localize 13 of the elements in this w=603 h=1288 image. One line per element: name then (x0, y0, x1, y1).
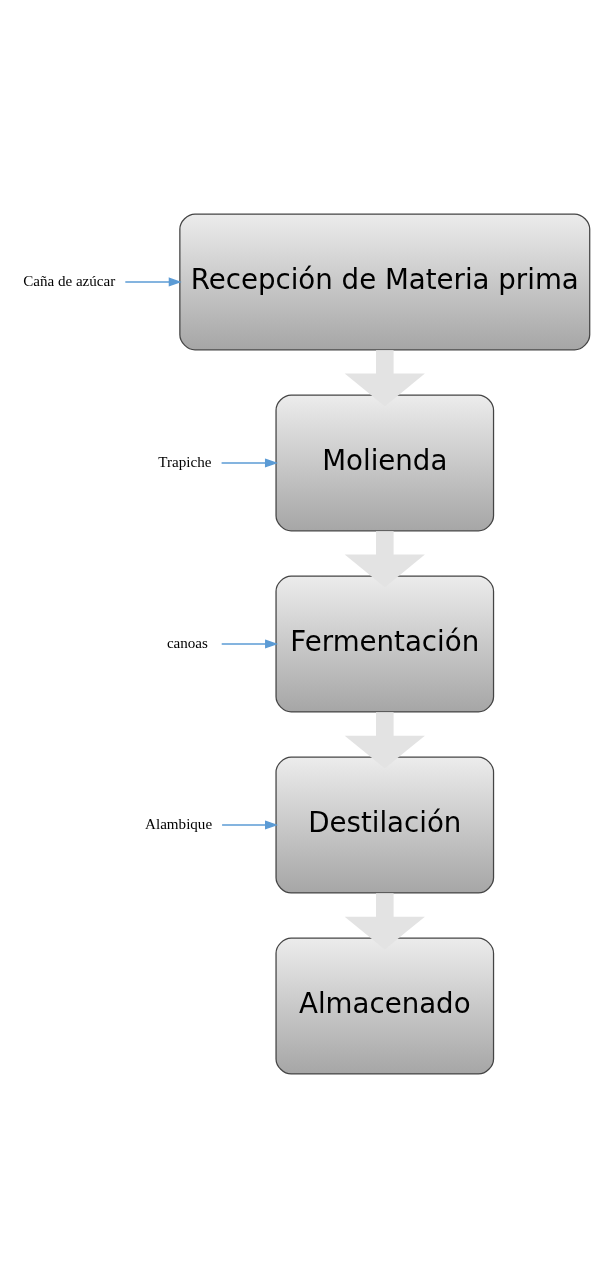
arrow (220, 639, 279, 649)
node-text: Caña de azúcar (23, 272, 116, 289)
node-box: Recepción de Materia prima (179, 213, 591, 351)
node-box: Almacenado (275, 937, 495, 1075)
node-box: Destilación (275, 756, 495, 894)
node-text: canoas (166, 634, 208, 651)
node-text: Alambique (145, 815, 213, 832)
arrow (221, 820, 279, 830)
node-box: Molienda (275, 394, 495, 532)
arrow (124, 277, 182, 287)
arrow (220, 458, 279, 468)
node-text: Trapiche (158, 453, 212, 470)
node-box: Fermentación (275, 575, 495, 713)
